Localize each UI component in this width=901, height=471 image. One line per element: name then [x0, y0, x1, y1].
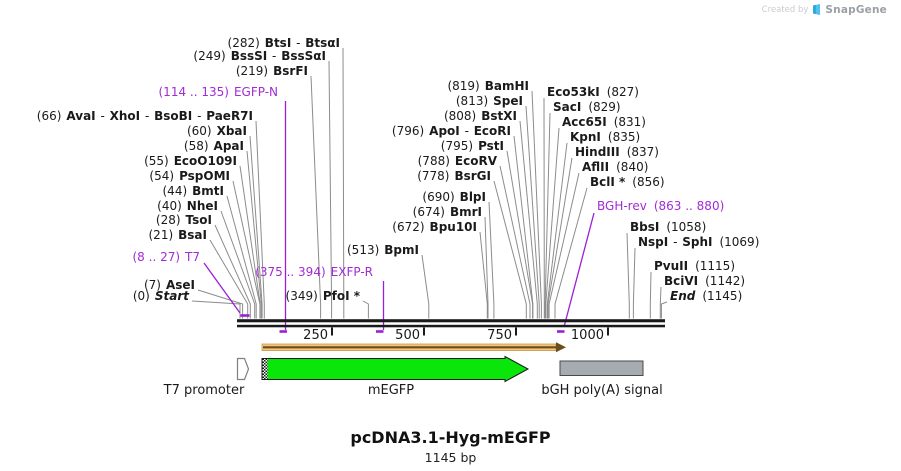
leader-line — [519, 120, 538, 319]
leader-line — [531, 90, 542, 319]
snapgene-brand-text: SnapGene — [825, 4, 887, 16]
leader-line — [249, 135, 263, 319]
leader-line — [499, 165, 531, 319]
snapgene-flag-icon — [813, 4, 821, 15]
leader-line — [493, 180, 527, 319]
leader-line — [191, 300, 241, 319]
leader-line — [545, 127, 560, 319]
ruler-tick-label: 750 — [487, 328, 512, 343]
cds-arrow-hatch — [262, 359, 268, 379]
leader-line — [342, 47, 345, 319]
primer-connector — [563, 212, 595, 328]
plasmid-title: pcDNA3.1-Hyg-mEGFP — [350, 428, 551, 447]
cds-arrow — [261, 355, 530, 383]
map-backbone-top — [237, 319, 665, 323]
ruler-tick-label: 1000 — [571, 328, 604, 343]
leader-line — [214, 224, 251, 319]
polya-box — [559, 360, 644, 376]
leader-line — [197, 289, 244, 319]
leader-line — [659, 286, 662, 319]
leader-line — [488, 201, 495, 319]
leader-line — [544, 112, 551, 319]
leader-line — [484, 216, 489, 319]
leader-line — [246, 150, 262, 319]
promoter-shape — [236, 357, 250, 381]
leader-line — [506, 150, 534, 319]
leader-line — [232, 180, 261, 319]
leader-line — [479, 231, 488, 319]
leader-line — [255, 120, 265, 319]
ruler-tick-label: 250 — [303, 328, 328, 343]
leader-line — [660, 301, 668, 319]
span-bar-arrowhead — [556, 342, 566, 353]
leader-line — [546, 142, 568, 319]
snapgene-watermark: Created by SnapGene — [762, 4, 887, 16]
leader-line — [632, 247, 636, 319]
leader-line — [547, 157, 573, 319]
leader-line — [649, 271, 652, 319]
leader-line — [209, 239, 249, 319]
title-block: pcDNA3.1-Hyg-mEGFP 1145 bp — [0, 428, 901, 465]
leader-line — [362, 300, 369, 319]
leader-line — [626, 232, 630, 319]
leader-line — [226, 195, 257, 319]
leader-line — [421, 254, 430, 319]
leader-line — [220, 210, 256, 319]
leader-line — [554, 187, 588, 319]
leader-line — [328, 60, 333, 319]
ruler-tick-label: 500 — [395, 328, 420, 343]
created-by-text: Created by — [761, 5, 809, 15]
leader-line — [525, 105, 540, 319]
map-backbone-bottom — [237, 324, 665, 328]
primer-connector — [203, 262, 241, 314]
plasmid-size: 1145 bp — [424, 450, 477, 465]
leader-line — [548, 172, 580, 319]
leader-line — [310, 75, 322, 319]
